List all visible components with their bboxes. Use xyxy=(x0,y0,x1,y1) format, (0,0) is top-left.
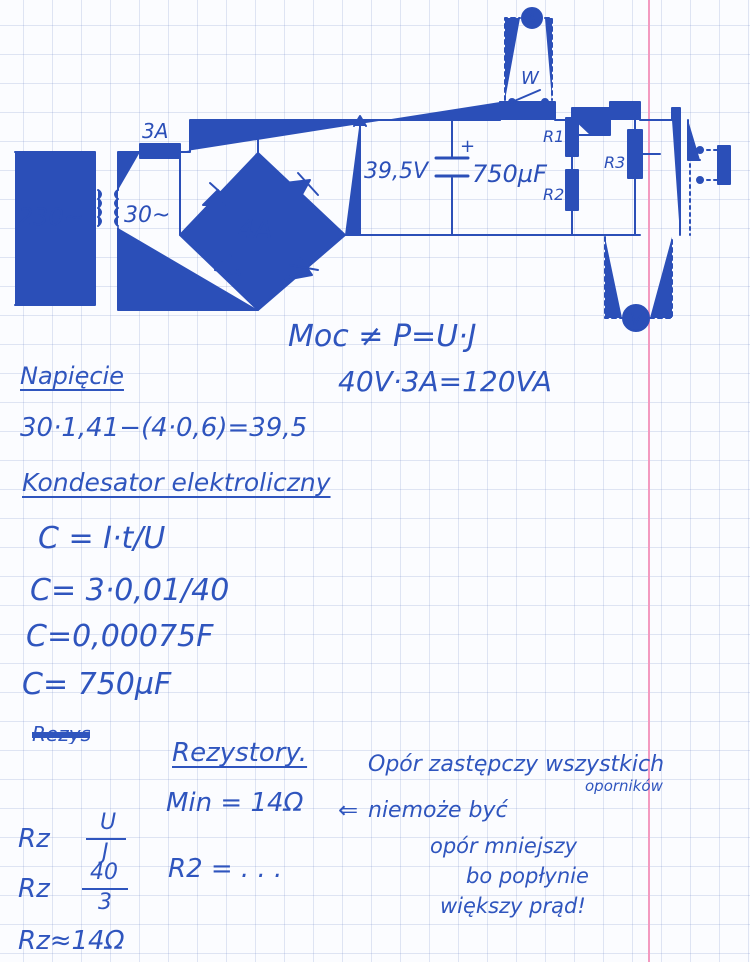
output-dashed xyxy=(689,149,721,236)
output-load xyxy=(717,145,731,185)
resistors-r2-line: R2 = . . . xyxy=(168,854,283,884)
note-line-4: większy prąd! xyxy=(440,894,586,918)
r3-wire xyxy=(634,119,661,236)
note-line-1: niemoże być xyxy=(368,798,508,823)
rz-eq2-bar xyxy=(82,888,128,890)
secondary-voltage-label: 30~ xyxy=(124,203,170,228)
note-line-3: bo popłynie xyxy=(466,864,589,888)
r2-label: R2 xyxy=(543,185,564,204)
resistor-r1 xyxy=(565,117,579,157)
switch xyxy=(511,89,541,103)
resistor-r2 xyxy=(565,169,579,211)
resistor-r3 xyxy=(627,129,643,179)
ammeter xyxy=(521,7,543,29)
voltage-heading: Napięcie xyxy=(20,362,124,390)
secondary-wire xyxy=(117,101,501,311)
note-line-2: opór mniejszy xyxy=(430,834,578,858)
capacitor-line-4: C= 750µF xyxy=(22,667,172,702)
r3-label: R3 xyxy=(604,153,625,172)
dc-bus xyxy=(344,119,641,236)
rz-eq2-numerator: 40 xyxy=(90,860,118,885)
capacitor-plates xyxy=(434,156,470,178)
output-wire xyxy=(671,107,701,236)
r1-label: R1 xyxy=(543,127,564,146)
rz-label-1: Rz xyxy=(18,824,50,854)
capacitor-plus-label: + xyxy=(460,136,475,157)
power-value: 40V·3A=120VA xyxy=(338,365,552,398)
rz-label-2: Rz xyxy=(18,874,50,904)
capacitor-heading: Kondesator elektroliczny xyxy=(22,468,331,497)
fuse xyxy=(139,143,181,159)
rz-eq1-numerator: U xyxy=(100,810,117,835)
transformer-secondary xyxy=(114,189,119,227)
input-voltage-label: 230~ xyxy=(18,203,84,231)
capacitor-label: 750µF xyxy=(472,160,548,188)
ammeter-label: A xyxy=(525,10,536,28)
resistors-min-line: Min = 14Ω xyxy=(166,788,304,818)
fuse-label: 3A xyxy=(142,119,168,143)
note-arrow: ⇐ xyxy=(338,796,359,824)
rz-eq2-denominator: 3 xyxy=(98,890,112,915)
ammeter-leads xyxy=(504,17,553,101)
note-main: Opór zastępczy wszystkich xyxy=(368,752,665,777)
rz-eq1-denominator: J xyxy=(102,840,109,865)
bridge-current-label: 4A xyxy=(238,215,272,245)
capacitor-line-2: C= 3·0,01/40 xyxy=(30,573,230,608)
dc-voltage-label: 39,5V xyxy=(364,159,430,184)
capacitor-line-1: C = I·t/U xyxy=(38,521,166,556)
resistors-heading: Rezystory. xyxy=(172,738,308,768)
voltmeter-label: V xyxy=(630,309,644,330)
input-wire xyxy=(14,151,96,306)
voltmeter xyxy=(622,304,650,332)
voltmeter-leads xyxy=(604,236,673,319)
transformer-primary xyxy=(97,189,102,227)
margin-line xyxy=(648,0,650,962)
r1-r2-wire xyxy=(571,107,611,236)
rz-eq3: Rz≈14Ω xyxy=(18,926,125,956)
rz-eq1-bar xyxy=(86,838,126,840)
voltage-formula: 30·1,41−(4·0,6)=39,5 xyxy=(20,413,308,443)
diodes xyxy=(202,172,319,291)
dc-voltage-arrow xyxy=(353,115,367,141)
power-formula: Moc ≠ P=U·J xyxy=(288,319,477,354)
note-superscript: oporników xyxy=(585,777,663,795)
switch-label: W xyxy=(521,68,540,89)
capacitor-line-3: C=0,00075F xyxy=(26,619,214,654)
crossed-out-word: Rezysta xyxy=(32,724,90,744)
